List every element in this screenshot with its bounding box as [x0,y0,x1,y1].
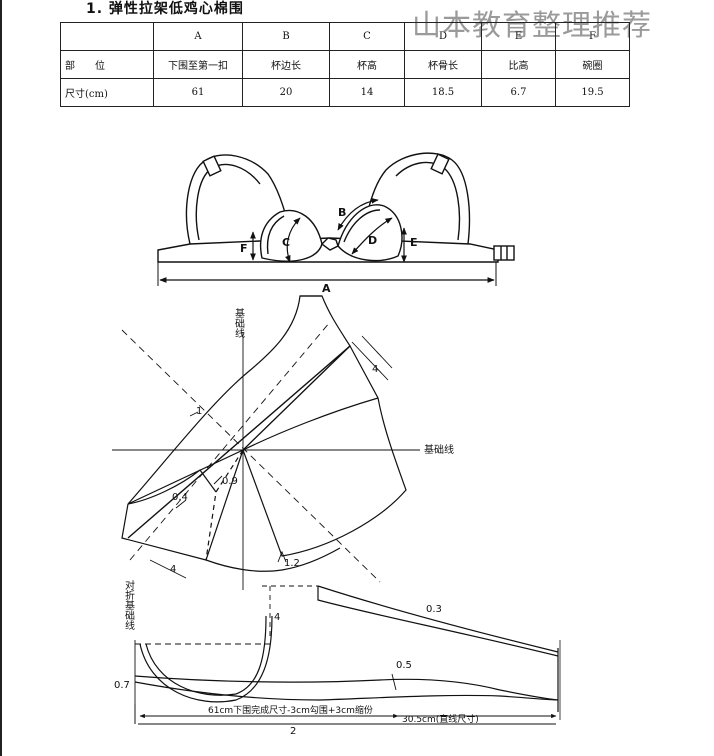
col-letter-c: C [329,22,405,51]
dim-4-top [351,341,389,381]
measure-1: 1 [196,406,202,417]
left-cup [259,209,323,262]
base-line-vertical-label: 基础线 [233,307,245,338]
wing-measure-0-5: 0.5 [396,660,412,671]
base-line-horizontal-label: 基础线 [424,443,454,456]
label-d: D [368,234,377,247]
dim-arrow-d [351,217,393,255]
left-strap [185,154,291,245]
label-a: A [322,282,331,295]
row-size-label: 尺寸(cm) [60,78,154,107]
section-title: 1. 弹性拉架低鸡心棉围 [86,1,244,17]
size-e: 6.7 [481,78,556,107]
measure-1-2: 1.2 [284,558,300,569]
size-d: 18.5 [404,78,482,107]
fold-base-line-label: 对折基础线 [123,579,135,630]
wing-measure-0-3: 0.3 [426,604,442,615]
col-letter-d: D [404,22,482,51]
right-cup [337,204,403,262]
label-b: B [338,206,346,219]
part-a: 下围至第一扣 [153,50,243,79]
spec-part-row: 部 位 下围至第一扣 杯边长 杯高 杯骨长 比高 碗圈 [60,50,630,79]
label-c: C [282,236,290,249]
wing-pattern [134,585,561,725]
wing-top-edge [317,585,559,653]
spec-size-row: 尺寸(cm) 61 20 14 18.5 6.7 19.5 [60,78,630,107]
size-a: 61 [153,78,243,107]
measure-0-4: 0.4 [172,492,188,503]
wing-right-dim-label: 30.5cm(直线尺寸) [402,713,479,725]
bra-illustration [157,152,515,286]
upper-cup-piece [127,295,351,505]
size-f: 19.5 [555,78,630,107]
right-strap [365,152,471,245]
spec-table: A B C D E F 部 位 下围至第一扣 杯边长 杯高 杯骨长 比高 碗圈 … [60,22,630,107]
cup-center-line [127,345,351,539]
measure-4-bottom: 4 [170,564,176,575]
label-e: E [410,236,418,249]
wing-half-mark: 2 [290,726,296,737]
left-strap-slider [202,155,222,177]
bra-band [157,237,499,263]
cup-pattern [112,295,420,590]
wing-bottom-edge [134,681,559,701]
right-strap-slider [430,153,450,175]
dim-4-bottom [149,559,187,579]
underwire-curve [139,615,273,703]
label-f: F [240,242,248,255]
dim-arrow-c [285,217,301,263]
wing-measure-4: 4 [274,612,280,623]
measure-0-9: 0.9 [222,476,238,487]
measure-4-top: 4 [372,364,378,375]
wing-bottom-dim-label: 61cm下围完成尺寸-3cm勾围+3cm缩份 [208,704,373,716]
lower-cup-piece [205,449,341,572]
right-cup-piece [242,345,407,557]
hook-end [493,245,515,261]
spec-header-row: A B C D E F [60,22,630,51]
diagonal-dashed-2 [129,321,331,561]
wing-measure-0-7: 0.7 [114,680,130,691]
size-c: 14 [329,78,405,107]
diagonal-dashed-1 [121,329,381,583]
page-edge-line [0,0,2,756]
part-d: 杯骨长 [404,50,482,79]
center-gore [320,237,339,251]
size-b: 20 [242,78,330,107]
dim-arrow-b [337,197,379,231]
